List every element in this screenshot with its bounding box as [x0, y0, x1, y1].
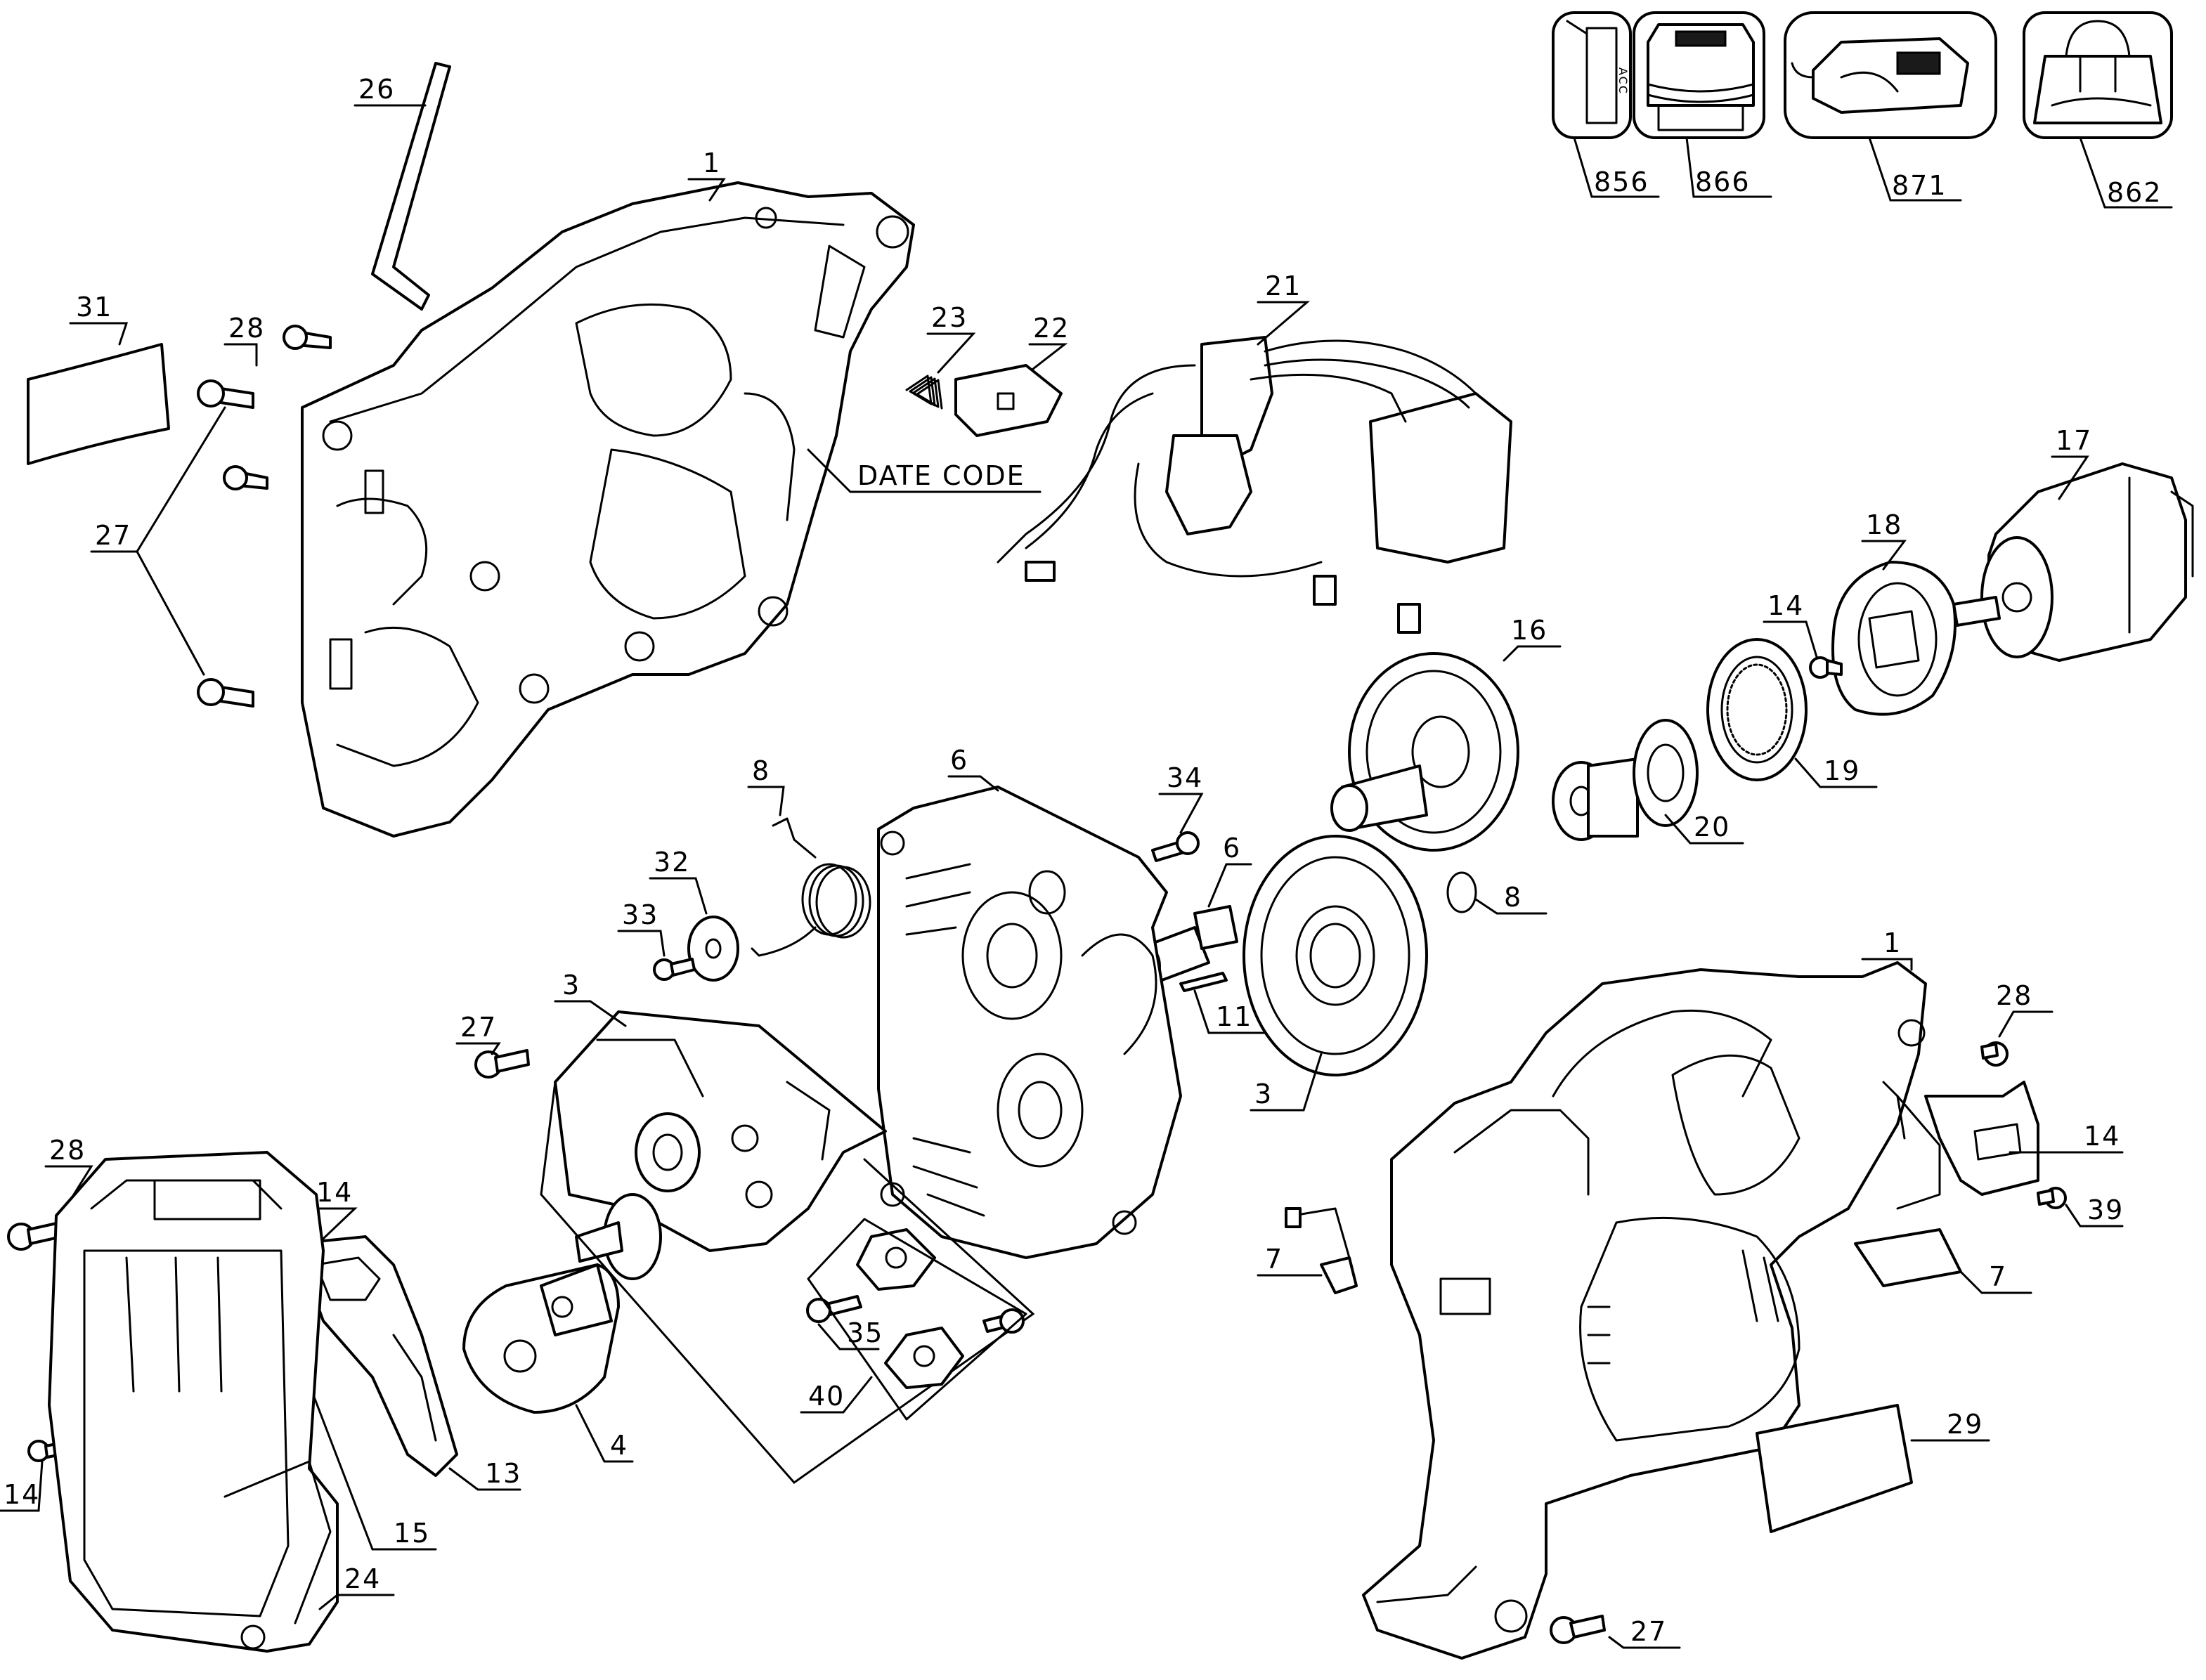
led-part-7	[1285, 1207, 1358, 1294]
callout-20: 20	[1694, 812, 1730, 842]
motor-plate-part-18	[1831, 561, 1957, 716]
callout-28-left: 28	[228, 313, 265, 344]
callout-24: 24	[344, 1563, 381, 1594]
planetary-gear-part-20	[1552, 719, 1699, 841]
switch-button-part-22	[954, 364, 1063, 437]
callout-28-right: 28	[1996, 980, 2032, 1011]
label-part-39	[1854, 1228, 1962, 1287]
drive-wheel-part-16	[1330, 652, 1519, 852]
callout-14-right: 39	[2087, 1194, 2124, 1225]
callout-866: 866	[1695, 167, 1751, 197]
callout-856: 856	[1594, 167, 1649, 197]
gear-case-part-6	[877, 786, 1182, 1259]
screw-part-28-right	[1980, 1041, 2009, 1067]
callout-14-motor: 14	[1767, 590, 1804, 621]
callout-39: 7	[1989, 1261, 2007, 1292]
hex-key-part-26	[371, 62, 451, 311]
callout-4: 4	[610, 1430, 628, 1461]
callout-28-far-left: 28	[49, 1135, 86, 1166]
retaining-ring-part-12	[1446, 871, 1477, 913]
callout-gear-case-plate: 6	[950, 745, 968, 776]
label-part-29	[1756, 1404, 1913, 1533]
callout-42: 14	[2084, 1121, 2120, 1152]
spring-part-23	[905, 375, 943, 410]
callout-862: 862	[2107, 177, 2162, 208]
motor-part-17	[1952, 462, 2194, 662]
callout-21: 21	[1265, 271, 1302, 301]
screw-part-14-right	[2037, 1187, 2067, 1209]
callout-17: 17	[2056, 425, 2092, 456]
callout-22: 22	[1033, 313, 1070, 344]
accessory-856-box: ACC	[1552, 11, 1632, 139]
callout-27-left: 27	[95, 520, 131, 551]
screws-part-28-27	[197, 325, 332, 708]
callout-19: 19	[1824, 755, 1860, 786]
rollers-part-40	[856, 1228, 964, 1389]
washer-part-32	[687, 916, 739, 982]
gasket-part-13	[294, 1235, 458, 1477]
housing-half-part-1	[301, 181, 915, 838]
callout-1-bottom: 1	[1883, 927, 1902, 958]
callout-33: 33	[622, 899, 658, 930]
accessory-862-bag	[2023, 11, 2173, 139]
torsion-spring-part-8	[751, 817, 871, 957]
switch-wiring-part-21	[997, 336, 1512, 634]
callout-18: 18	[1866, 509, 1902, 540]
cover-part-24	[48, 1151, 339, 1653]
callout-date-code: DATE CODE	[857, 460, 1025, 491]
screw-part-34	[1151, 831, 1200, 862]
callout-29: 29	[1947, 1409, 1983, 1440]
callout-31: 31	[76, 292, 112, 323]
callout-7-led: 7	[1265, 1244, 1283, 1275]
callout-13: 13	[485, 1458, 521, 1489]
callout-16: 16	[1511, 615, 1548, 646]
callout-871: 871	[1892, 170, 1947, 201]
callout-12: 8	[1504, 882, 1522, 913]
idler-wheel-part-10	[1243, 835, 1428, 1076]
callout-23: 23	[931, 302, 968, 333]
screw-part-27-middle	[474, 1049, 530, 1079]
accessory-866-battery	[1633, 11, 1765, 139]
callout-11: 11	[1216, 1001, 1252, 1032]
screws-part-35	[806, 1295, 1025, 1334]
bracket-assembly-part-3	[554, 1010, 887, 1280]
callout-26: 26	[358, 74, 395, 105]
label-part-31	[27, 343, 170, 465]
callout-10: 3	[1254, 1079, 1273, 1109]
callout-27-middle: 27	[460, 1012, 497, 1043]
pin-part-11	[1179, 972, 1228, 992]
housing-assembled-part-1	[1362, 961, 1941, 1660]
screw-part-28-left	[7, 1221, 63, 1251]
screw-part-27-bottom	[1550, 1615, 1606, 1644]
callout-14-lower-left: 14	[4, 1479, 40, 1510]
callout-1-top: 1	[703, 148, 721, 178]
belt-clip-part-42	[1924, 1081, 2039, 1196]
accessory-871-charger	[1784, 11, 1997, 139]
screw-part-33	[653, 958, 696, 981]
callout-3-bracket: 3	[562, 970, 580, 1001]
callout-34: 34	[1167, 762, 1203, 793]
callout-32: 32	[654, 847, 690, 878]
cam-part-4	[462, 1263, 620, 1414]
callout-40: 40	[808, 1381, 845, 1412]
callout-27-bottom: 27	[1630, 1616, 1667, 1647]
accessory-856-tag: ACC	[1616, 67, 1630, 95]
callout-15: 15	[394, 1518, 430, 1549]
callout-14-upper-left: 14	[316, 1177, 353, 1208]
ring-gear-part-19	[1706, 638, 1808, 781]
callout-8-spring: 8	[752, 755, 770, 786]
screw-part-14-motor	[1809, 656, 1843, 679]
callout-5: 6	[1223, 833, 1241, 864]
